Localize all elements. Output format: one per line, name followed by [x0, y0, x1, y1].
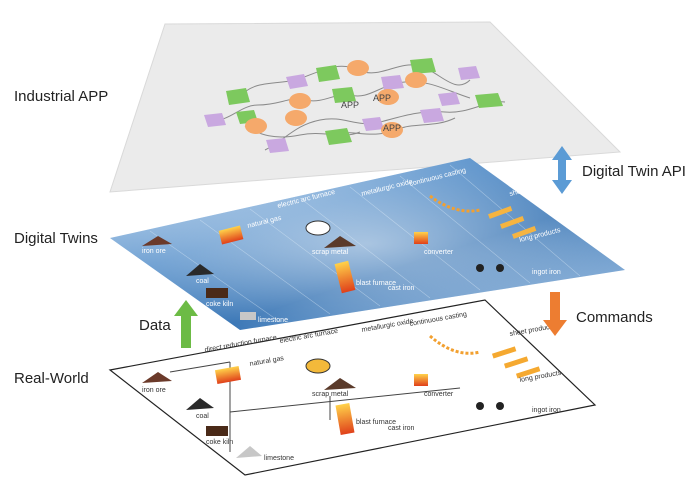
real-coke-kiln: [206, 426, 228, 436]
app-node-orange: [289, 93, 311, 109]
twin-blast-furnace-label: blast furnace: [356, 280, 396, 287]
real-world-layer-label: Real-World: [14, 370, 89, 387]
twin-coal-pile: [186, 264, 214, 276]
app-node-orange: [377, 89, 399, 105]
real-process-flow: iron ore coal coke kiln limestone direct…: [142, 311, 562, 462]
real-blast-furnace: [335, 403, 355, 435]
real-converter-label: converter: [424, 391, 454, 398]
data-arrow-label: Data: [139, 317, 171, 334]
real-sheet-products: [491, 346, 541, 379]
industrial-app-layer-label: Industrial APP: [14, 88, 109, 105]
twin-coal-label: coal: [196, 278, 209, 285]
app-node-purple: [458, 66, 480, 80]
app-node-orange: [245, 118, 267, 134]
app-node-purple: [266, 138, 289, 153]
twin-converter: [414, 232, 428, 244]
app-node-label: APP: [341, 100, 359, 110]
digital-twins-glow: [110, 158, 625, 330]
app-node-label: APP: [373, 93, 391, 103]
real-continuous-caster: [429, 334, 481, 355]
twin-iron-ore-pile: [142, 236, 172, 246]
app-node-orange: [381, 122, 403, 138]
real-ingot-label: ingot iron: [532, 407, 561, 414]
api-double-arrow: [552, 146, 572, 194]
twin-iron-ore-label: iron ore: [142, 248, 166, 255]
real-roller: [476, 402, 484, 410]
twin-arc-furnace: [305, 220, 331, 236]
twin-reduction-furnace: [218, 225, 244, 245]
app-node-purple: [381, 75, 404, 90]
digital-twin-api-label: Digital Twin API: [582, 163, 686, 180]
app-node-orange: [405, 72, 427, 88]
app-node-green: [325, 128, 352, 145]
twin-sheet-label: sheet products: [509, 180, 556, 198]
twin-sheet-products: [488, 206, 537, 239]
digital-twins-texture: [149, 164, 581, 323]
twin-converter-label: converter: [424, 249, 454, 256]
digital-twins-layer-label: Digital Twins: [14, 230, 98, 247]
app-node-green: [475, 93, 503, 108]
app-node-purple: [286, 74, 308, 89]
app-node-orange: [347, 60, 369, 76]
real-coal-label: coal: [196, 413, 209, 420]
twin-coke-kiln-label: coke kiln: [206, 301, 233, 308]
real-iron-ore-label: iron ore: [142, 387, 166, 394]
app-node-purple: [438, 92, 460, 106]
twin-limestone-label: limestone: [258, 317, 288, 324]
twin-roller: [496, 264, 504, 272]
commands-down-arrow: [543, 292, 567, 336]
real-roller: [496, 402, 504, 410]
twin-ingot-label: ingot iron: [532, 269, 561, 276]
real-blast-furnace-label: blast furnace: [356, 419, 396, 426]
app-node-green: [332, 87, 356, 103]
app-purple-nodes: [204, 66, 480, 153]
app-node-purple: [204, 113, 226, 127]
app-node-label: APP: [383, 123, 401, 133]
twin-cast-iron-label: cast iron: [388, 285, 415, 292]
app-orange-nodes: [245, 60, 427, 138]
app-node-orange: [285, 110, 307, 126]
real-arc-furnace: [305, 358, 331, 374]
real-limestone-label: limestone: [264, 455, 294, 462]
twin-scrap-label: scrap metal: [312, 249, 349, 256]
real-scrap-label: scrap metal: [312, 391, 349, 398]
app-node-green: [226, 88, 250, 105]
real-iron-ore-pile: [142, 372, 172, 383]
twin-coke-kiln: [206, 288, 228, 298]
real-converter: [414, 374, 428, 386]
real-coke-kiln-label: coke kiln: [206, 439, 233, 446]
twin-scrap-pile: [324, 236, 356, 248]
app-node-green: [410, 58, 436, 74]
app-node-green: [316, 65, 340, 82]
real-cast-iron-label: cast iron: [388, 425, 415, 432]
app-node-purple: [362, 117, 384, 131]
twin-limestone: [240, 312, 256, 320]
twin-roller: [476, 264, 484, 272]
real-scrap-pile: [324, 378, 356, 390]
real-coal-pile: [186, 398, 214, 410]
industrial-app-layer: [109, 21, 622, 193]
app-node-purple: [420, 108, 444, 123]
real-limestone-pile: [236, 446, 262, 458]
real-reduction-furnace: [214, 366, 242, 384]
data-up-arrow: [174, 300, 198, 348]
twin-blast-furnace: [334, 260, 356, 294]
commands-arrow-label: Commands: [576, 309, 653, 326]
